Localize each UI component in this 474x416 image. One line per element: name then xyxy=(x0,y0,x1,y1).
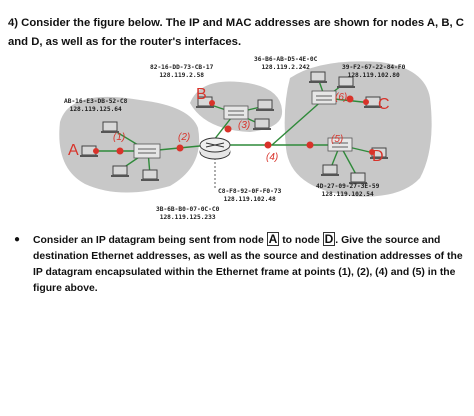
subnet-left-region xyxy=(59,96,200,193)
point-3-label: (3) xyxy=(238,120,251,131)
point-1-marker xyxy=(116,147,124,155)
instruction-node-d: D xyxy=(322,232,336,246)
host-left-4 xyxy=(141,169,159,181)
node-a-label: A xyxy=(68,142,79,159)
point-b-marker xyxy=(209,100,215,106)
instruction-part2: to node xyxy=(282,235,320,246)
switch-top xyxy=(223,105,249,120)
host-right-6 xyxy=(349,172,367,184)
point-c-marker xyxy=(363,99,369,105)
host-right-2 xyxy=(309,71,327,83)
node-b-label: B xyxy=(196,86,207,103)
network-figure: 82-16-DD-73-CB-17 128.119.2.58 36-B6-AB-… xyxy=(0,48,474,230)
node-a-address: AB-16-E3-DB-52-C8 128.119.125.64 xyxy=(64,98,128,113)
node-d-address: 4D-27-09-27-3E-59 128.119.102.54 xyxy=(316,183,380,198)
point-markers xyxy=(93,95,375,155)
point-2-label: (2) xyxy=(178,132,191,143)
point-a-marker xyxy=(93,148,99,154)
host-left-2 xyxy=(101,121,119,133)
bullet-icon: ● xyxy=(14,234,21,245)
point-d-marker xyxy=(369,149,375,155)
point-4-marker xyxy=(264,141,272,149)
switch-right-top xyxy=(311,90,337,105)
instruction-node-a: A xyxy=(266,232,280,246)
point-6-label: (6) xyxy=(335,92,348,103)
router-top-address: 36-B6-AB-D5-4E-0C 128.119.2.242 xyxy=(254,56,318,71)
switch-left xyxy=(133,143,161,159)
host-top-2 xyxy=(256,99,274,111)
router xyxy=(199,137,231,160)
switch-right-bottom xyxy=(327,137,353,152)
question-intro: 4) Consider the figure below. The IP and… xyxy=(8,17,464,48)
host-left-3 xyxy=(111,165,129,177)
node-c-address: 39-F2-67-22-84-F0 128.119.102.80 xyxy=(342,64,406,79)
point-3-marker xyxy=(224,125,232,133)
node-d-label: D xyxy=(372,148,384,165)
point-1-label: (1) xyxy=(113,132,126,143)
instruction-part1: Consider an IP datagram being sent from … xyxy=(33,235,264,246)
node-c-label: C xyxy=(378,96,390,113)
host-right-5 xyxy=(321,164,339,176)
point-5-label: (5) xyxy=(331,134,344,145)
point-2-marker xyxy=(176,144,184,152)
instruction-paragraph: ● Consider an IP datagram being sent fro… xyxy=(14,232,471,297)
host-top-3 xyxy=(253,118,271,130)
network-diagram xyxy=(59,61,432,197)
host-right-3 xyxy=(337,76,355,88)
point-5-marker xyxy=(306,141,314,149)
point-4-label: (4) xyxy=(266,152,279,163)
point-6-marker xyxy=(346,95,354,103)
router-left-address: 3B-6B-B0-07-0C-C0 128.119.125.233 xyxy=(156,206,220,221)
router-right-address: C8-F8-92-0F-F0-73 128.119.102.48 xyxy=(218,188,282,203)
instruction-part3: . Give the source and destination Ethern… xyxy=(33,235,463,294)
node-b-address: 82-16-DD-73-CB-17 128.119.2.58 xyxy=(150,64,214,79)
